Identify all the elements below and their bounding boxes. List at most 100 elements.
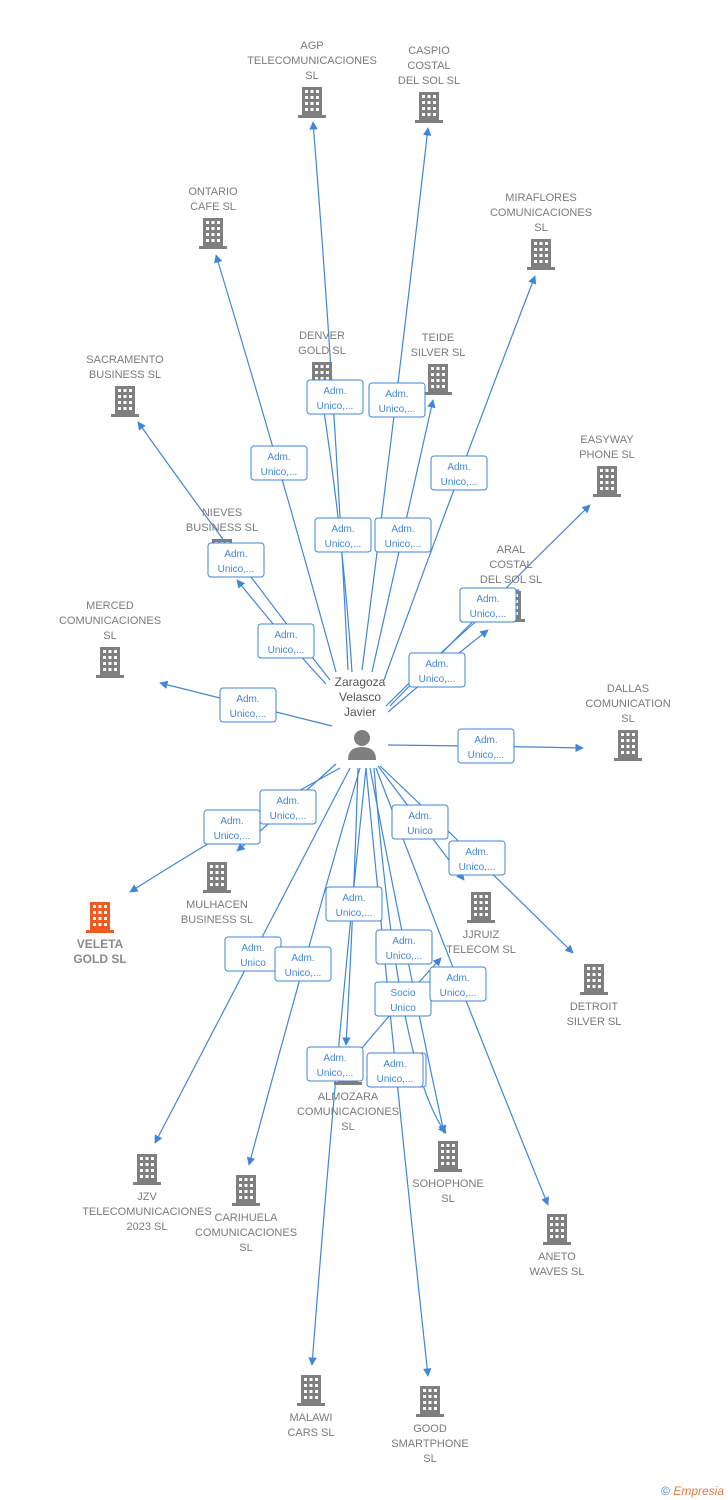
edge-label-veleta[interactable]: Adm.Unico,...: [203, 809, 261, 845]
edge-label-jzv[interactable]: Adm. Unico: [224, 936, 282, 972]
edge-label-line: Unico,...: [317, 401, 354, 412]
company-name-line: SOHOPHONE: [412, 1178, 484, 1190]
building-icon: [416, 1386, 444, 1417]
edge-label-line: Adm.: [446, 973, 469, 984]
edge-label-ontario[interactable]: Adm.Unico,...: [250, 445, 308, 481]
edge-label-line: Unico,...: [386, 951, 423, 962]
edge-label-line: Unico,...: [336, 908, 373, 919]
edge-label-line: Adm.: [447, 462, 470, 473]
company-name-line: SL: [441, 1193, 454, 1205]
company-name-line: DENVER: [299, 330, 345, 342]
edge-label-almozara[interactable]: Adm.Unico,...: [325, 886, 383, 922]
edge-label-line: Adm.: [276, 796, 299, 807]
company-name-line: SMARTPHONE: [391, 1438, 468, 1450]
company-name-line: SL: [103, 630, 116, 642]
company-name-line: 2023 SL: [127, 1221, 168, 1233]
company-name-line: ALMOZARA: [318, 1091, 379, 1103]
person-name-line-2: Velasco: [339, 690, 381, 704]
edge-label-line: Unico,...: [270, 811, 307, 822]
edge-label-jjruiz[interactable]: Adm.Unico: [391, 804, 449, 840]
edge-label-carihuela[interactable]: Adm.Unico,...: [274, 946, 332, 982]
company-node-teide[interactable]: TEIDE SILVER SL: [411, 332, 466, 395]
company-name-line: ONTARIO: [188, 186, 238, 198]
building-icon: [415, 92, 443, 123]
edge-label-agp[interactable]: Adm.Unico,...: [306, 379, 364, 415]
company-name-line: BUSINESS SL: [186, 522, 258, 534]
edge-label-line: Adm.: [291, 953, 314, 964]
edge-label-teide[interactable]: Adm.Unico,...: [374, 517, 432, 553]
company-name-line: TEIDE: [422, 332, 454, 344]
company-node-sohophone[interactable]: SOHOPHONE SL: [412, 1141, 484, 1205]
edge-label-line: Unico,...: [377, 1074, 414, 1085]
edge-label-mulhacen[interactable]: Adm. Unico,...: [259, 789, 317, 825]
company-name-line: DALLAS: [607, 683, 649, 695]
edge-label-line: Unico,...: [468, 750, 505, 761]
company-name-line: SACRAMENTO: [86, 354, 164, 366]
edge-label-line: Adm.: [476, 594, 499, 605]
company-name-line: CARS SL: [287, 1427, 334, 1439]
edge-label-line: Unico,...: [440, 988, 477, 999]
company-node-denver[interactable]: DENVER GOLD SL: [298, 330, 346, 393]
edge-label-line: Unico,...: [470, 609, 507, 620]
edge-label-line: Adm.: [385, 389, 408, 400]
company-name-line: GOLD SL: [298, 345, 346, 357]
edge-label-aral[interactable]: Adm. Unico,...: [459, 587, 517, 623]
edge-label-aral[interactable]: Adm.Unico,...: [408, 652, 466, 688]
edge-label-dallas[interactable]: Adm.Unico,...: [457, 728, 515, 764]
edge-label-line: Adm.: [267, 452, 290, 463]
edge-label-malawi[interactable]: Adm.Unico,...: [306, 1046, 364, 1082]
edge-label-line: Socio: [390, 988, 415, 999]
edge-label-detroit[interactable]: Adm.Unico,...: [448, 840, 506, 876]
building-icon: [527, 239, 555, 270]
building-icon: [543, 1214, 571, 1245]
company-name-line: EASYWAY: [580, 434, 634, 446]
edge-label-caspio[interactable]: Adm.Unico,...: [368, 382, 426, 418]
person-name-line-3: Javier: [344, 705, 376, 719]
edge-label-denver[interactable]: Adm.Unico,...: [314, 517, 372, 553]
brand-logo[interactable]: Empresia: [673, 1484, 724, 1498]
edge-label-merced[interactable]: Adm.Unico,...: [219, 687, 277, 723]
company-name-line: GOLD SL: [73, 952, 126, 966]
edge-label-aneto[interactable]: Adm. Unico,...: [429, 966, 487, 1002]
edge-label-sohophone[interactable]: Adm.Unico,...: [375, 929, 433, 965]
company-name-line: MULHACEN: [186, 899, 248, 911]
copyright-symbol: ©: [661, 1484, 670, 1498]
company-name-line: COMUNICACIONES: [297, 1106, 399, 1118]
footer: © Empresia: [661, 1484, 724, 1498]
edge-label-line: Unico: [240, 958, 266, 969]
edge-label-miraflores[interactable]: Adm.Unico,...: [430, 455, 488, 491]
building-icon: [297, 1375, 325, 1406]
edge-label-line: Unico,...: [230, 709, 267, 720]
company-name-line: SILVER SL: [411, 347, 466, 359]
company-name-line: CASPIO: [408, 45, 450, 57]
edge-label-line: Adm.: [274, 630, 297, 641]
company-name-line: SILVER SL: [567, 1016, 622, 1028]
edge-label-good[interactable]: Adm.Unico,...: [366, 1052, 424, 1088]
edge-label-sacramento[interactable]: Adm.Unico,...: [207, 542, 265, 578]
person-node[interactable]: Zaragoza Velasco Javier: [335, 675, 386, 760]
edge-label-line: Adm.: [241, 943, 264, 954]
company-name-line: TELECOMUNICACIONES: [247, 55, 377, 67]
edge-label-nieves[interactable]: Adm.Unico,...: [257, 623, 315, 659]
